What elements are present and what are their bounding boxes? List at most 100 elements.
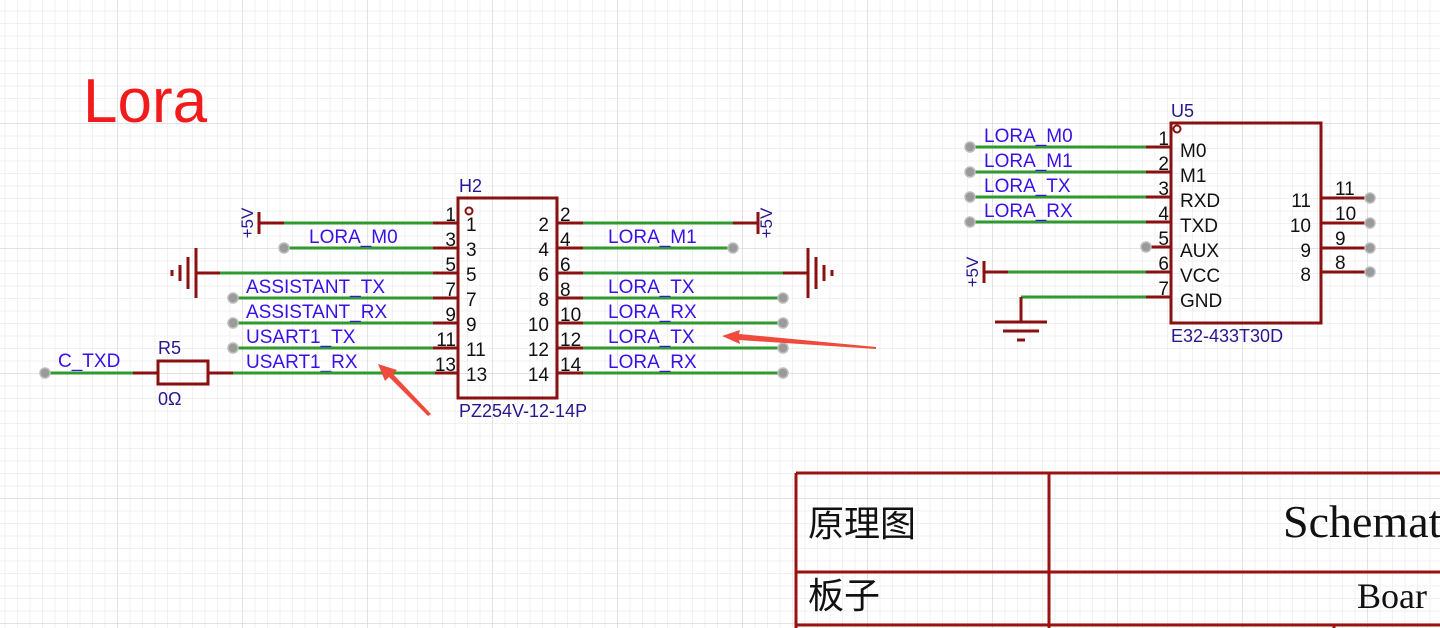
net-label-lora-m1[interactable]: LORA_M1 bbox=[608, 227, 697, 248]
r5-value: 0Ω bbox=[158, 389, 181, 409]
power-label-5v: +5V bbox=[238, 207, 257, 238]
pin-number: 10 bbox=[560, 305, 581, 326]
net-port-lora-tx[interactable] bbox=[964, 191, 976, 203]
net-port-c-txd[interactable] bbox=[39, 367, 51, 379]
pin-name-gnd: GND bbox=[1180, 291, 1222, 312]
net-label-usart1-rx[interactable]: USART1_RX bbox=[246, 352, 358, 373]
net-port-pin-10[interactable] bbox=[1364, 217, 1376, 229]
net-label-lora-rx[interactable]: LORA_RX bbox=[608, 302, 697, 323]
pin-number: 9 bbox=[445, 305, 456, 326]
title-block-board-value: Boar bbox=[1357, 576, 1427, 616]
title-block-board-label: 板子 bbox=[808, 576, 880, 616]
sheet-title: Lora bbox=[83, 67, 208, 136]
module-u5[interactable]: U5E32-433T30D1M0LORA_M02M1LORA_M13RXDLOR… bbox=[963, 101, 1376, 346]
pin1-marker-icon bbox=[464, 206, 474, 216]
net-port-lora-tx[interactable] bbox=[777, 342, 789, 354]
net-port-usart1-tx[interactable] bbox=[227, 342, 239, 354]
pin-inner-number: 9 bbox=[466, 315, 477, 336]
net-label-c-txd[interactable]: C_TXD bbox=[58, 351, 120, 372]
h2-part-number: PZ254V-12-14P bbox=[459, 401, 587, 421]
net-port-lora-rx[interactable] bbox=[964, 216, 976, 228]
pin-number: 5 bbox=[1158, 229, 1169, 250]
net-port-pin-9[interactable] bbox=[1364, 242, 1376, 254]
net-label-lora-m0[interactable]: LORA_M0 bbox=[984, 126, 1073, 147]
u5-pin-9[interactable]: 99 bbox=[1300, 229, 1376, 262]
pin-number: 3 bbox=[445, 230, 456, 251]
pin-number: 11 bbox=[436, 330, 456, 351]
net-label-lora-tx[interactable]: LORA_TX bbox=[608, 327, 695, 348]
net-port-lora-m1[interactable] bbox=[727, 242, 739, 254]
pin-number: 2 bbox=[560, 205, 571, 226]
ground-icon bbox=[995, 297, 1047, 342]
net-port-lora-m0[interactable] bbox=[964, 141, 976, 153]
net-label-lora-rx[interactable]: LORA_RX bbox=[608, 352, 697, 373]
pin-name: 8 bbox=[1300, 265, 1311, 286]
net-port-pin-11[interactable] bbox=[1364, 192, 1376, 204]
net-port-lora-rx[interactable] bbox=[777, 367, 789, 379]
r5-designator: R5 bbox=[158, 338, 181, 358]
pin-name-m1: M1 bbox=[1180, 166, 1206, 187]
pin-inner-number: 5 bbox=[466, 265, 477, 286]
net-port-assistant-tx[interactable] bbox=[227, 292, 239, 304]
pin1-marker-icon bbox=[1172, 124, 1182, 134]
power-label-5v: +5V bbox=[963, 256, 982, 287]
pin-inner-number: 11 bbox=[466, 340, 486, 361]
net-label-usart1-tx[interactable]: USART1_TX bbox=[246, 327, 356, 348]
pin-number: 8 bbox=[1335, 253, 1346, 274]
pin-name-rxd: RXD bbox=[1180, 191, 1220, 212]
net-port-lora-m0[interactable] bbox=[278, 242, 290, 254]
pin-inner-number: 1 bbox=[466, 215, 477, 236]
net-port-assistant-rx[interactable] bbox=[227, 317, 239, 329]
net-port-lora-rx[interactable] bbox=[777, 317, 789, 329]
pin-number: 2 bbox=[1158, 154, 1169, 175]
net-label-lora-tx[interactable]: LORA_TX bbox=[608, 277, 695, 298]
net-label-lora-m1[interactable]: LORA_M1 bbox=[984, 151, 1073, 172]
pin-number: 14 bbox=[560, 355, 582, 376]
net-label-assistant-tx[interactable]: ASSISTANT_TX bbox=[246, 277, 385, 298]
net-port-aux[interactable] bbox=[1140, 241, 1152, 253]
h2-pin-6[interactable]: 66 bbox=[538, 248, 834, 298]
net-port-lora-tx[interactable] bbox=[777, 292, 789, 304]
net-label-lora-m0[interactable]: LORA_M0 bbox=[309, 227, 398, 248]
net-label-assistant-rx[interactable]: ASSISTANT_RX bbox=[246, 302, 387, 323]
resistor-r5[interactable]: C_TXD R5 0Ω bbox=[39, 338, 435, 409]
pin-name-aux: AUX bbox=[1180, 241, 1219, 262]
net-port-pin-8[interactable] bbox=[1364, 266, 1376, 278]
h2-designator: H2 bbox=[459, 176, 482, 196]
net-label-lora-rx[interactable]: LORA_RX bbox=[984, 201, 1073, 222]
title-block-type-value: Schemat bbox=[1283, 496, 1440, 547]
pin-number: 5 bbox=[445, 255, 456, 276]
h2-pin-11[interactable]: 11 11 USART1_TX bbox=[227, 327, 486, 361]
r5-body[interactable] bbox=[156, 359, 210, 386]
net-port-lora-m1[interactable] bbox=[964, 166, 976, 178]
u5-part-number: E32-433T30D bbox=[1171, 326, 1283, 346]
pin-name: 10 bbox=[1290, 216, 1311, 237]
pin-number: 11 bbox=[1335, 179, 1355, 200]
pin-number: 10 bbox=[1335, 204, 1356, 225]
u5-pin-10[interactable]: 10 10 bbox=[1290, 204, 1376, 237]
h2-pin-2[interactable]: 22+5V bbox=[538, 205, 776, 238]
net-label-lora-tx[interactable]: LORA_TX bbox=[984, 176, 1071, 197]
u5-pin-2[interactable]: 2M1 LORA_M1 bbox=[964, 151, 1206, 187]
u5-pin-8[interactable]: 88 bbox=[1300, 253, 1376, 286]
